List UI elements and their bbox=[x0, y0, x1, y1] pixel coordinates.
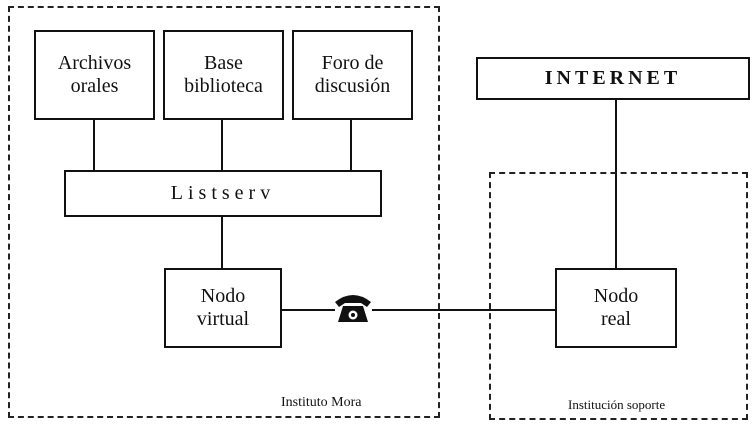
node-archivos-orales: Archivos orales bbox=[34, 30, 155, 120]
telephone-icon bbox=[335, 295, 371, 322]
node-archivos-orales-label: Archivos orales bbox=[57, 52, 132, 97]
node-foro-discusion: Foro de discusión bbox=[292, 30, 413, 120]
node-foro-discusion-label: Foro de discusión bbox=[314, 52, 391, 97]
node-base-biblioteca-label: Base biblioteca bbox=[184, 52, 263, 97]
node-internet: INTERNET bbox=[476, 57, 750, 100]
node-internet-label: INTERNET bbox=[544, 67, 682, 89]
node-nodo-real-label: Nodo real bbox=[593, 285, 639, 330]
node-base-biblioteca: Base biblioteca bbox=[163, 30, 284, 120]
region-instituto-mora-label: Instituto Mora bbox=[281, 395, 362, 410]
node-nodo-real: Nodo real bbox=[555, 268, 677, 348]
node-listserv-label: Listserv bbox=[170, 182, 276, 204]
node-nodo-virtual: Nodo virtual bbox=[164, 268, 282, 348]
region-institucion-soporte bbox=[489, 172, 748, 420]
region-instituto-mora bbox=[8, 6, 440, 418]
node-nodo-virtual-label: Nodo virtual bbox=[196, 285, 250, 330]
region-institucion-soporte-label: Institución soporte bbox=[568, 397, 666, 412]
node-listserv: Listserv bbox=[64, 170, 382, 217]
